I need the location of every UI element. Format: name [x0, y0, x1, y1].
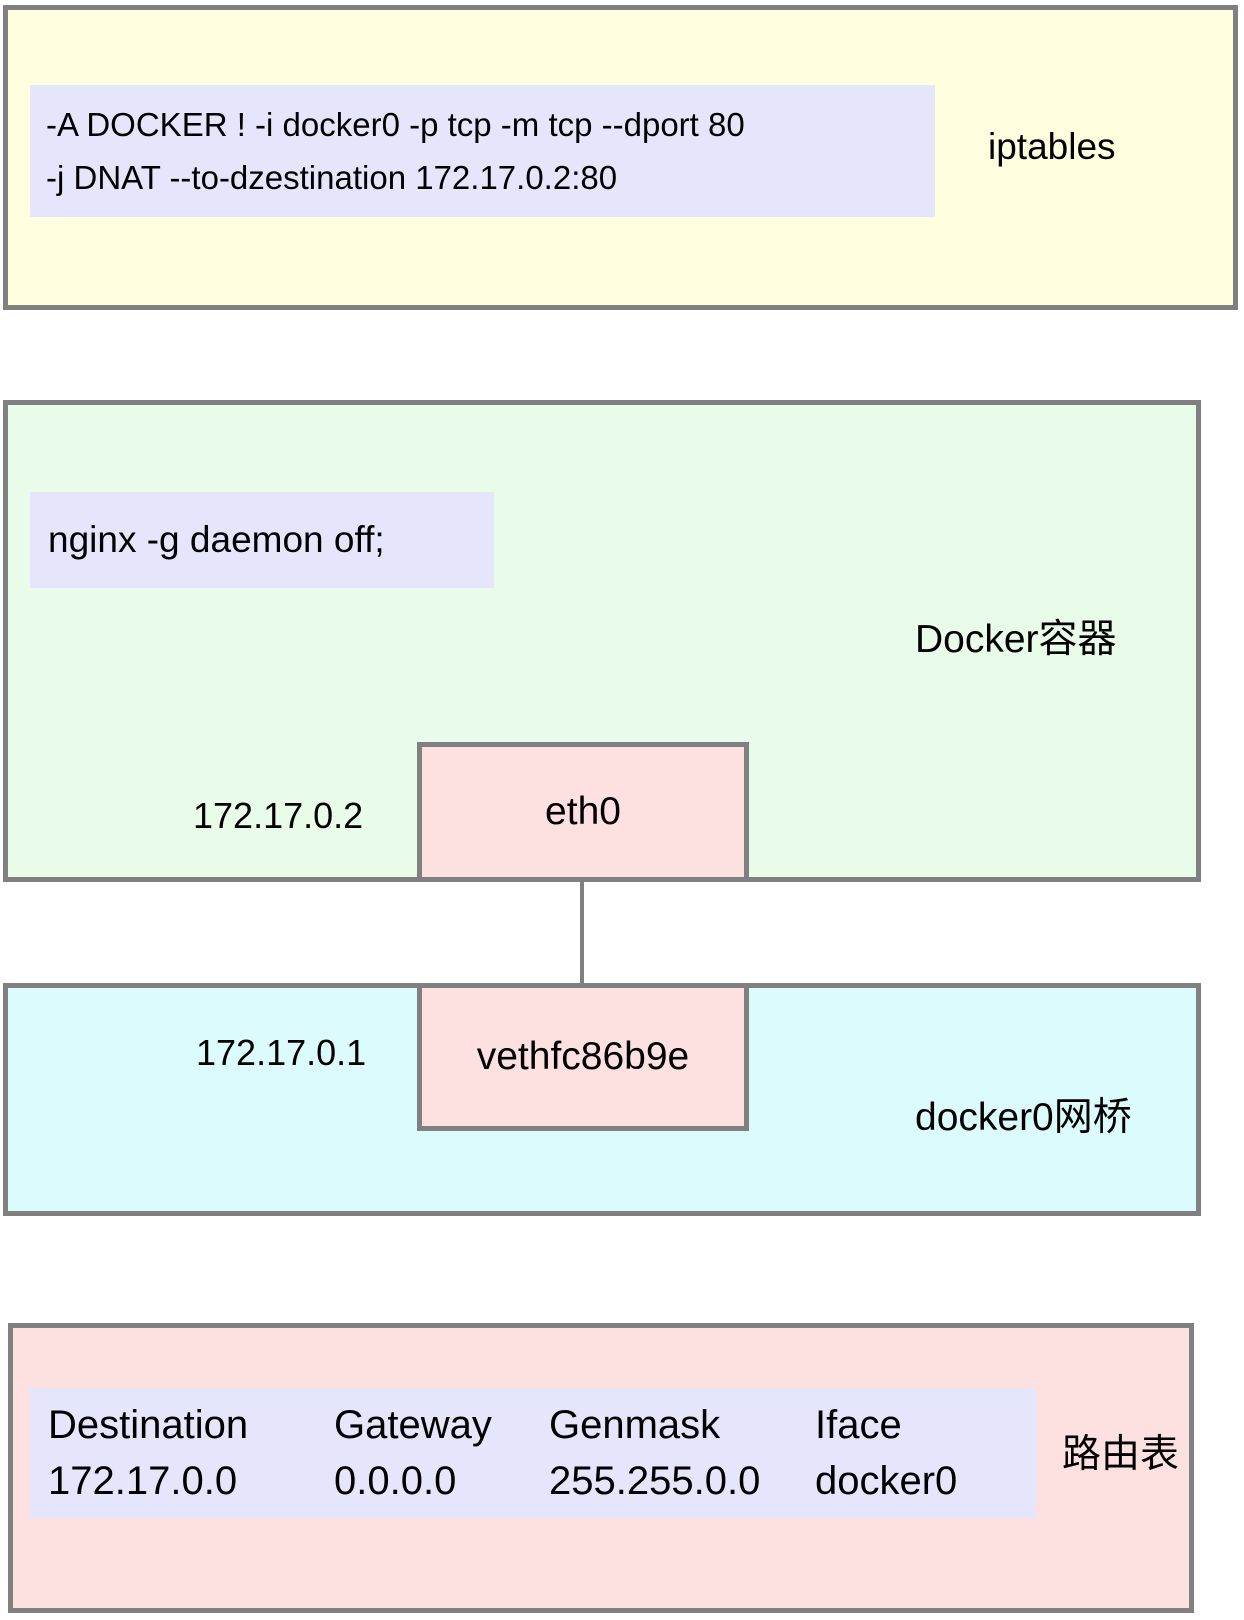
veth-pair-link-line [580, 882, 584, 986]
route-table-box: Destination Gateway Genmask Iface 172.17… [30, 1388, 1036, 1518]
container-eth0-label: eth0 [545, 790, 621, 833]
route-cell-destination: 172.17.0.0 [48, 1459, 238, 1503]
container-eth0-interface-box: eth0 [417, 742, 749, 882]
route-header-iface: Iface [815, 1403, 902, 1447]
route-cell-gateway: 0.0.0.0 [334, 1459, 457, 1503]
route-header-gateway: Gateway [334, 1403, 492, 1447]
docker-container-zone-label: Docker容器 [915, 618, 1117, 661]
route-table-row: 172.17.0.0 0.0.0.0 255.255.0.0 docker0 [48, 1453, 1018, 1509]
route-header-genmask: Genmask [549, 1403, 721, 1447]
route-cell-genmask: 255.255.0.0 [549, 1459, 761, 1503]
container-ip-label: 172.17.0.2 [193, 795, 364, 836]
nginx-command-box: nginx -g daemon off; [30, 492, 494, 588]
docker0-bridge-zone-label: docker0网桥 [915, 1096, 1132, 1139]
route-header-destination: Destination [48, 1403, 249, 1447]
route-table-header-row: Destination Gateway Genmask Iface [48, 1397, 1018, 1453]
iptables-zone-label: iptables [988, 126, 1116, 167]
iptables-rule-line-1: -A DOCKER ! -i docker0 -p tcp -m tcp --d… [46, 106, 745, 143]
bridge-ip-label: 172.17.0.1 [196, 1032, 367, 1073]
route-table-zone-label: 路由表 [1062, 1433, 1180, 1476]
route-cell-iface: docker0 [815, 1459, 958, 1503]
nginx-command-text: nginx -g daemon off; [48, 519, 385, 560]
iptables-rule-box: -A DOCKER ! -i docker0 -p tcp -m tcp --d… [30, 85, 935, 217]
bridge-veth-label: vethfc86b9e [476, 1035, 690, 1078]
iptables-rule-line-2: -j DNAT --to-dzestination 172.17.0.2:80 [46, 159, 618, 196]
bridge-veth-interface-box: vethfc86b9e [417, 983, 749, 1131]
